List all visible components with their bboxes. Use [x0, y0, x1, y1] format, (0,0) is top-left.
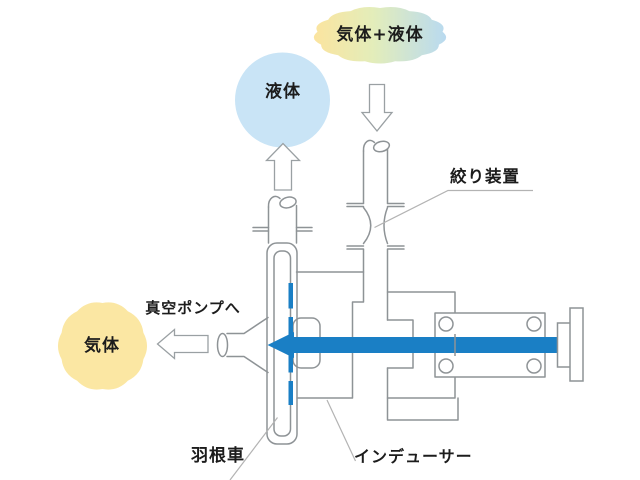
nozzle-bottom-wall	[226, 355, 269, 374]
impeller-line-segment	[288, 381, 293, 405]
gas-cloud-label: 気体	[84, 336, 120, 356]
inlet-passage-wall	[296, 248, 365, 399]
over-shaft-details	[454, 307, 584, 382]
flow-arrows	[156, 83, 394, 360]
bracket-foot	[386, 367, 459, 421]
nozzle-open-end	[216, 332, 229, 358]
up-arrow-icon	[264, 142, 302, 191]
impeller-line-segment	[288, 317, 293, 373]
nozzle-top-wall	[226, 316, 269, 335]
bolt-hole	[526, 316, 542, 332]
impeller-leader-line	[229, 417, 278, 480]
gas-liquid-inlet-cloud	[313, 7, 447, 64]
inlet-pipe-break-loop	[372, 140, 391, 153]
throttle-leader-line	[374, 189, 533, 229]
throttle-device-label: 絞り装置	[450, 167, 520, 186]
venturi-lower-flange	[346, 245, 405, 250]
liquid-bubble-label: 液体	[265, 82, 301, 102]
liquid-pipe-flange	[252, 226, 313, 232]
bolt-hole	[438, 358, 454, 374]
rotor-assembly	[267, 283, 558, 405]
shaft-arrowhead	[267, 332, 294, 358]
leader-lines	[229, 189, 533, 480]
liquid-pipe-break-squiggle	[267, 195, 281, 208]
vacuum-pump-label: 真空ポンプへ	[145, 299, 241, 317]
gas-cloud	[57, 302, 148, 390]
venturi-left-arc	[362, 206, 372, 245]
down-arrow-icon	[360, 83, 394, 133]
drive-shaft	[293, 337, 558, 353]
venturi-upper-flange	[346, 202, 405, 208]
coupling-hub	[556, 322, 572, 368]
liquid-pipe-break-loop	[279, 196, 297, 209]
inducer-leader-line	[326, 399, 357, 462]
venturi-right-arc	[383, 206, 389, 245]
impeller-label: 羽根車	[191, 446, 245, 466]
liquid-bubble	[235, 52, 330, 148]
bolt-hole	[526, 358, 542, 374]
coupling-flange	[569, 307, 584, 382]
inlet-pipe-break-squiggle	[362, 139, 376, 152]
left-arrow-icon	[156, 328, 209, 360]
impeller-line-segment	[288, 283, 293, 309]
inlet-cloud-label: 気体+液体	[336, 25, 424, 45]
inducer-label: インデューサー	[354, 447, 473, 466]
bolt-hole	[438, 316, 454, 332]
